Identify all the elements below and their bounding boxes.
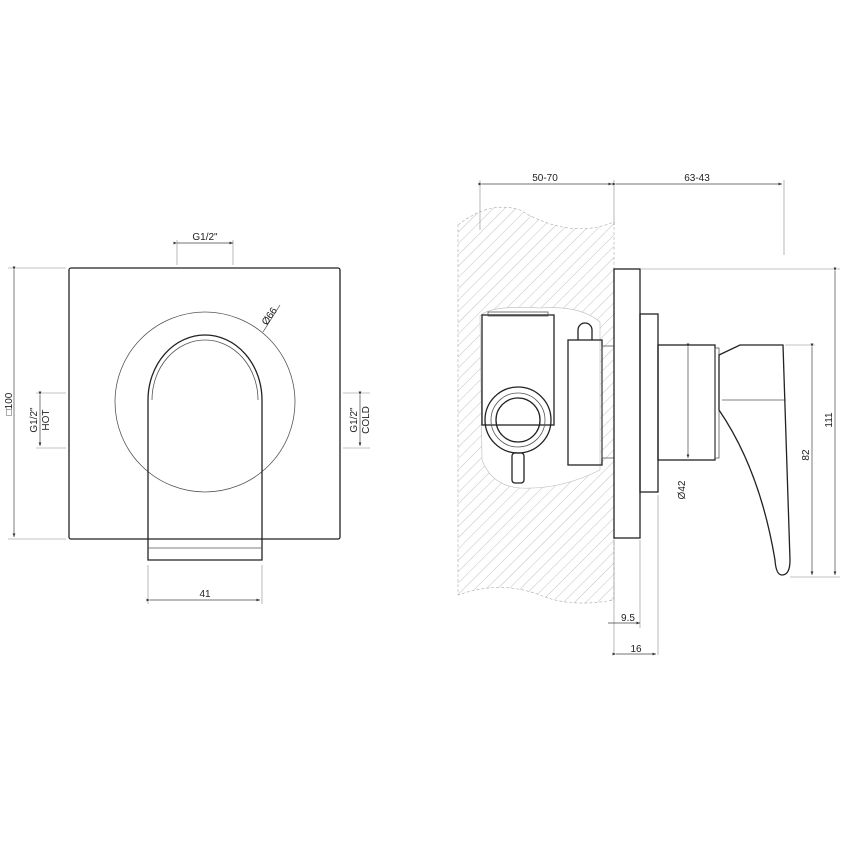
- cover-plate-side: [613, 268, 641, 539]
- handle-width-label: 41: [199, 589, 211, 600]
- side-view: [457, 180, 840, 656]
- hot-label: HOT: [41, 409, 52, 430]
- drain-stub: [511, 452, 525, 484]
- total-height-label: 111: [824, 412, 835, 428]
- rosette-side: [639, 313, 659, 493]
- plate-size-label: □100: [4, 392, 15, 415]
- cover-plate: [68, 267, 341, 540]
- cold-size-label: G1/2": [349, 407, 360, 433]
- handle-height-label: 82: [801, 449, 812, 461]
- front-view: [8, 240, 370, 604]
- wall-depth-label: 50-70: [532, 173, 558, 184]
- valve-body: [481, 314, 555, 426]
- lever-front: [147, 334, 263, 561]
- wall-cavity: [479, 307, 601, 489]
- rosette-diameter-label: Ø66: [260, 305, 280, 327]
- plate-offset-label: 9.5: [621, 613, 635, 624]
- rosette-offset-label: 16: [630, 644, 642, 655]
- cold-label: COLD: [361, 406, 372, 434]
- spindle-diameter-label: Ø42: [677, 480, 688, 499]
- projection-label: 63-43: [684, 173, 710, 184]
- spindle: [657, 344, 716, 461]
- rosette-circle: [114, 311, 296, 493]
- top-connection-label: G1/2": [192, 232, 218, 243]
- hot-size-label: G1/2": [29, 407, 40, 433]
- lever-side: [718, 344, 791, 576]
